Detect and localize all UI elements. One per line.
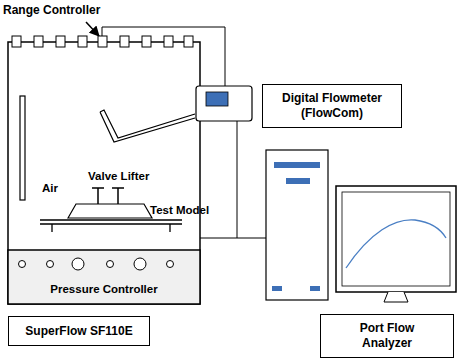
range-knobs	[12, 36, 193, 47]
component-label: Valve Lifter	[88, 170, 149, 183]
pressure-dials	[19, 258, 174, 270]
range-knob	[184, 36, 193, 47]
pressure-dial	[19, 261, 26, 268]
range-knob	[142, 36, 151, 47]
tower-port	[272, 286, 282, 291]
box-label: Port Flow Analyzer	[347, 321, 427, 351]
tower-port	[310, 286, 320, 291]
pressure-dial	[134, 258, 146, 270]
pointer-arrow	[86, 22, 99, 36]
range-knob	[78, 36, 87, 47]
range-knob	[56, 36, 65, 47]
monitor-stand	[384, 292, 408, 302]
pressure-dial	[72, 258, 84, 270]
monitor-screen	[342, 192, 450, 286]
range-knob	[12, 36, 21, 47]
box-label: Digital Flowmeter (FlowCom)	[273, 91, 391, 121]
inclined-manometer	[100, 110, 195, 142]
bench-plate	[40, 220, 182, 232]
flowmeter-box: Digital Flowmeter (FlowCom)	[262, 84, 402, 128]
drive-bay	[286, 178, 310, 184]
pressure-dial	[167, 261, 174, 268]
component-label: Range Controller	[3, 4, 100, 17]
flow-bench-cabinet	[8, 42, 200, 304]
test-model-head	[68, 204, 152, 218]
monitor	[336, 186, 456, 292]
flowmeter-device	[196, 86, 252, 121]
computer-tower	[266, 150, 328, 300]
component-label: Test Model	[150, 204, 209, 217]
bench-name-box: SuperFlow SF110E	[8, 316, 150, 346]
pressure-dial	[47, 261, 54, 268]
range-knob	[34, 36, 43, 47]
component-label: Pressure Controller	[50, 283, 157, 296]
signal-wire	[200, 238, 237, 239]
range-knob	[164, 36, 173, 47]
manometer-tube	[20, 96, 25, 200]
valve-lifter	[92, 188, 124, 204]
pressure-dial	[107, 261, 114, 268]
drive-bay	[274, 162, 320, 168]
range-knob	[120, 36, 129, 47]
flow-curve	[346, 220, 446, 268]
analyzer-box: Port Flow Analyzer	[320, 314, 454, 358]
box-label: SuperFlow SF110E	[25, 324, 132, 339]
component-label: Air	[42, 182, 58, 195]
pressure-panel	[8, 250, 200, 304]
range-knob	[98, 36, 107, 47]
flowmeter-screen	[206, 92, 228, 106]
signal-wire	[237, 121, 266, 238]
